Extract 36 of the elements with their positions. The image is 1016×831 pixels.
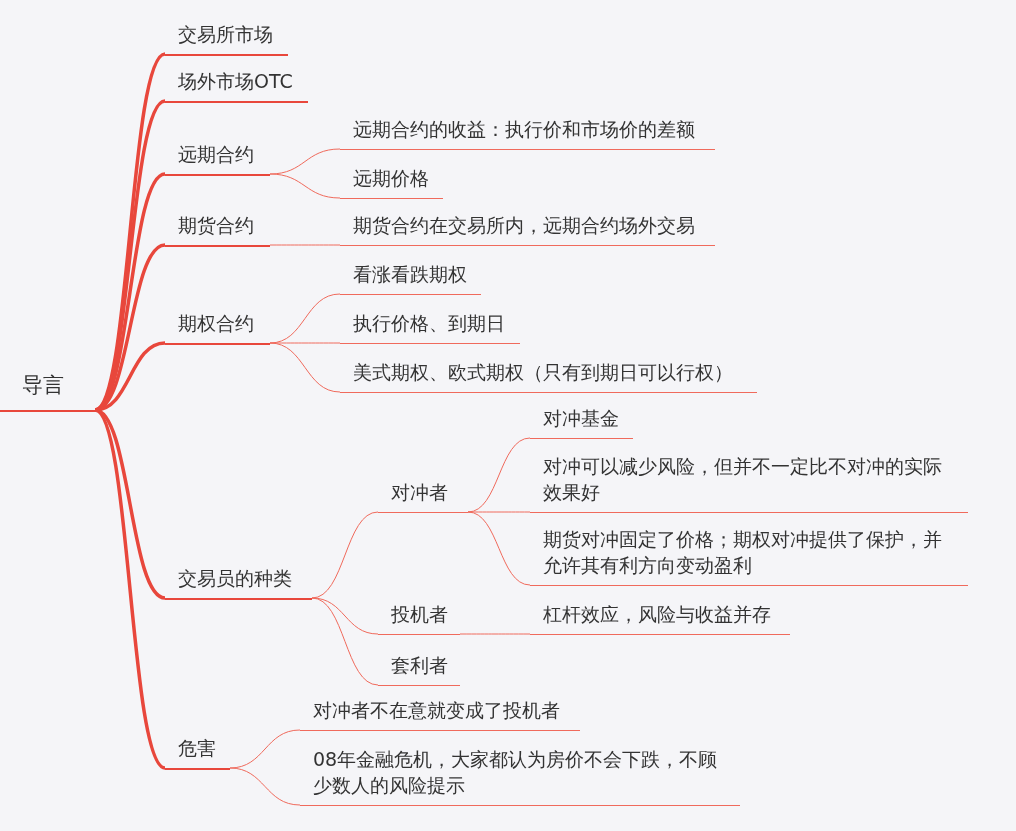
branch-line: [93, 408, 167, 770]
topic-node: 对冲者不在意就变成了投机者: [300, 697, 580, 731]
topic-node: 看涨看跌期权: [340, 261, 481, 295]
topic-node: 投机者: [378, 601, 460, 635]
topic-node: 远期合约: [165, 141, 270, 176]
branch-line: [467, 511, 531, 513]
topic-node: 美式期权、欧式期权（只有到期日可以行权）: [340, 359, 757, 393]
branch-line: [269, 342, 341, 344]
topic-node: 执行价格、到期日: [340, 310, 520, 344]
topic-node: 期货合约在交易所内，远期合约场外交易: [340, 212, 715, 246]
topic-node: 远期价格: [340, 165, 443, 199]
topic-node: 对冲可以减少风险，但并不一定比不对冲的实际效果好: [530, 453, 968, 513]
topic-node: 期货合约: [165, 212, 270, 247]
topic-node: 套利者: [378, 652, 460, 686]
topic-node: 远期合约的收益：执行价和市场价的差额: [340, 116, 715, 150]
topic-node: 期权合约: [165, 310, 270, 345]
branch-line: [229, 767, 301, 806]
branch-line: [269, 244, 341, 246]
topic-node: 对冲者: [378, 479, 468, 513]
topic-node: 交易所市场: [165, 21, 288, 56]
branch-line: [311, 511, 379, 599]
branch-line: [467, 511, 531, 586]
branch-line: [94, 408, 166, 600]
branch-line: [311, 597, 379, 686]
topic-node: 场外市场OTC: [165, 68, 308, 103]
topic-node: 期货对冲固定了价格；期权对冲提供了保护，并允许其有利方向变动盈利: [530, 526, 968, 586]
branch-line: [311, 597, 379, 635]
branch-line: [269, 342, 341, 393]
topic-node: 导言: [0, 372, 95, 412]
branch-line: [269, 173, 341, 199]
topic-node: 杠杆效应，风险与收益并存: [530, 601, 790, 635]
topic-node: 危害: [165, 735, 230, 770]
topic-node: 对冲基金: [530, 405, 633, 439]
topic-node: 交易员的种类: [165, 565, 312, 600]
topic-node: 08年金融危机，大家都认为房价不会下跌，不顾少数人的风险提示: [300, 746, 740, 806]
branch-line: [459, 633, 531, 635]
